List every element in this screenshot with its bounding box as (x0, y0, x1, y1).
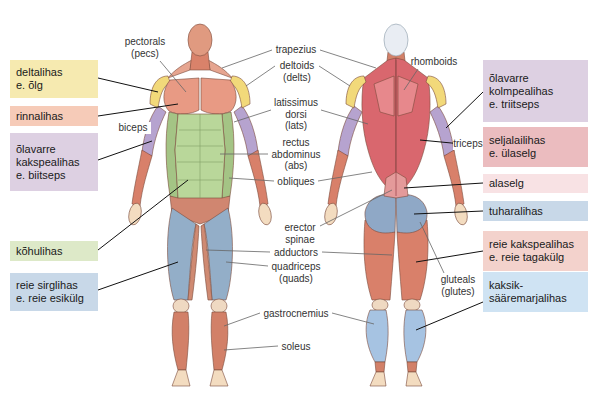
leader-line (404, 183, 483, 188)
muscle-name-box: reie sirglihas e. reie esikülg (10, 273, 98, 311)
leader-line (332, 313, 374, 324)
leader-line (224, 313, 260, 326)
box-leader-lines (98, 78, 483, 330)
knee (372, 299, 388, 311)
gluteal-muscle (365, 195, 396, 233)
leader-line (229, 178, 274, 181)
spine-line (396, 60, 397, 196)
foot (172, 370, 190, 386)
leader-line (224, 346, 278, 350)
abdominal-muscle (175, 114, 225, 198)
muscle-label: obliques (271, 176, 321, 188)
leader-line (420, 222, 444, 273)
leader-line (98, 180, 188, 250)
muscle-label: rhomboids (406, 56, 462, 68)
muscle-label: biceps (115, 122, 151, 134)
back-half-figure (323, 58, 396, 386)
muscle-name: õlavarre kakspealihas e. biitseps (16, 143, 84, 182)
muscle-label: pectorals (pecs) (119, 36, 171, 59)
muscle-name: kõhulihas (16, 245, 62, 258)
forearm-muscle (132, 150, 152, 206)
muscle-label: soleus (276, 341, 316, 353)
leader-line (98, 141, 152, 160)
foot (370, 372, 386, 386)
head (188, 24, 212, 56)
pectoral-muscle (164, 78, 199, 114)
head (384, 24, 408, 56)
muscle-label: gastrocnemius (260, 308, 332, 320)
hand (323, 202, 339, 226)
muscle-label: quadriceps (quads) (268, 261, 324, 284)
muscle-name-box: õlavarre kakspealihas e. biitseps (10, 133, 98, 191)
leader-line (319, 66, 350, 86)
leader-line (98, 262, 178, 290)
muscle-name-box: rinnalihas (10, 106, 98, 126)
leader-line (322, 252, 392, 255)
back-figure (323, 24, 469, 386)
muscle-name: rinnalihas (16, 110, 63, 123)
leader-line (206, 250, 270, 252)
back-muscle (362, 58, 396, 188)
muscle-label: triceps (453, 138, 483, 150)
muscle-name: kaksik- sääremarjalihas (489, 279, 579, 305)
leader-line (414, 211, 483, 214)
deltoid-muscle (346, 76, 366, 108)
leader-line (246, 66, 275, 86)
knee (173, 299, 189, 313)
leader-line (98, 78, 158, 92)
muscle-label: trapezius (266, 44, 326, 56)
calf-muscle (366, 310, 388, 362)
lower-leg (375, 362, 385, 372)
front-mirrored-half (201, 60, 273, 386)
back-mirrored-half (396, 58, 469, 386)
leader-line (222, 50, 272, 68)
rhomboid-muscle (374, 76, 394, 116)
muscle-name-box: reie kakspealihas e. reie tagakülg (483, 231, 588, 271)
leader-line (160, 61, 186, 92)
label-leader-lines (160, 50, 444, 350)
muscle-label: latissimus dorsi (lats) (274, 97, 319, 132)
muscle-name-box: tuharalihas (483, 201, 588, 221)
leader-line (416, 302, 483, 330)
muscle-name-box: seljalailihas e. ülaselg (483, 127, 588, 167)
shin-muscle (172, 312, 189, 370)
abdominal-segments (177, 114, 223, 198)
leader-line (318, 172, 372, 181)
adductor-muscle (188, 224, 199, 300)
leader-line (321, 110, 368, 124)
leader-line (226, 262, 268, 266)
hand (127, 202, 143, 226)
front-figure (127, 24, 273, 386)
muscle-label: deltoids (delts) (273, 60, 321, 83)
muscle-name: deltalihas e. õlg (16, 66, 68, 92)
muscle-name: õlavarre kolmpealihas e. triitseps (489, 72, 561, 111)
muscle-name: reie kakspealihas e. reie tagakülg (489, 238, 579, 264)
leader-line (404, 69, 418, 90)
muscle-name-box: kõhulihas (10, 241, 98, 261)
triceps-muscle (338, 106, 362, 156)
leader-line (234, 110, 271, 122)
muscle-name: alaselg (489, 177, 524, 190)
muscle-label: erector spinae (282, 222, 318, 245)
leader-line (446, 92, 483, 128)
muscle-name-box: kaksik- sääremarjalihas (483, 272, 588, 312)
front-half-figure (127, 60, 199, 386)
muscle-name-box: alaselg (483, 174, 588, 193)
muscle-name-box: deltalihas e. õlg (10, 60, 98, 98)
muscle-name: tuharalihas (489, 205, 543, 218)
leader-line (220, 154, 268, 155)
muscle-name: reie sirglihas e. reie esikülg (16, 279, 86, 305)
leader-line (320, 190, 392, 226)
muscle-label: rectus abdominus (abs) (269, 137, 323, 172)
muscle-label: gluteals (glutes) (434, 274, 482, 297)
muscle-name-box: õlavarre kolmpealihas e. triitseps (483, 60, 588, 122)
leader-line (416, 251, 483, 262)
leader-line (320, 50, 376, 68)
leader-line (98, 104, 178, 116)
muscle-name: seljalailihas e. ülaselg (489, 134, 551, 160)
muscle-label: adductors (268, 247, 324, 259)
